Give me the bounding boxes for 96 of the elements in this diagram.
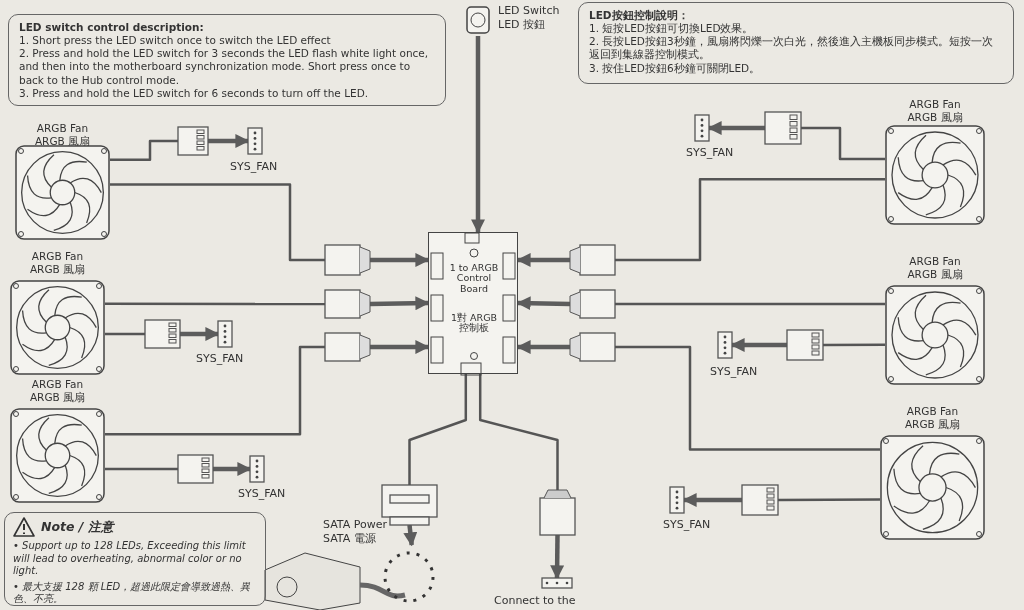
caption-label: SYS_FAN — [710, 365, 758, 379]
fan-label: ARGB 風扇 — [33, 134, 92, 148]
sys-fan-header — [670, 487, 684, 513]
caption-label: SATA Power — [323, 518, 387, 532]
arrow — [403, 524, 418, 547]
fan-4pin-connector — [765, 112, 801, 144]
instruction-text: 1. Short press the LED switch once to switch the LED effect — [19, 34, 332, 48]
panel-heading: LED switch control description: — [19, 21, 205, 35]
sys-fan-header — [718, 332, 732, 358]
fan-label: ARGB 風扇 — [28, 390, 87, 404]
argb-plug — [325, 245, 370, 275]
cable — [615, 345, 880, 451]
instruction-text: 2. 長按LED按鈕3秒鐘，風扇將閃爍一次白光，然後進入主機板同步模式。短按一次返回到集線器控制模式。 — [589, 35, 994, 62]
instruction-panel — [8, 14, 446, 106]
cable — [615, 302, 885, 306]
caption-label: SYS_FAN — [238, 487, 286, 501]
argb-plug — [570, 290, 615, 318]
cable — [105, 345, 325, 436]
argb-fan — [885, 255, 985, 385]
fan-label: ARGB Fan — [908, 98, 962, 111]
instruction-text: 3. 按住LED按鈕6秒鐘可關閉LED。 — [589, 61, 762, 75]
caption-label: SYS_FAN — [196, 352, 244, 366]
fan-4pin-connector — [178, 127, 208, 155]
cable — [778, 498, 880, 502]
arrow — [471, 36, 486, 234]
cable — [105, 467, 178, 471]
instruction-panel — [578, 2, 1014, 84]
caption-label: LED Switch — [498, 4, 560, 18]
argb-fan — [15, 122, 110, 240]
argb-fan — [10, 250, 105, 375]
board-label: 1對 ARGB 控制板 — [449, 313, 498, 334]
argb-fan — [885, 98, 985, 225]
cable — [110, 183, 325, 262]
cable — [110, 139, 178, 161]
instruction-text: 2. Press and hold the LED switch for 3 seconds the LED flash white light once, and then into the motherboard synchronization mode. Short press once to back to the Hub control mode. — [19, 47, 430, 87]
fan-label: ARGB 風扇 — [28, 262, 87, 276]
fan-label: ARGB Fan — [30, 250, 85, 263]
sys-fan-header — [248, 128, 262, 154]
cable — [823, 343, 885, 347]
cable — [105, 302, 325, 306]
instruction-text: 1. 短按LED按鈕可切換LED效果。 — [589, 22, 755, 36]
instruction-text: 3. Press and hold the LED switch for 6 seconds to turn off the LED. — [19, 86, 370, 100]
fan-4pin-connector — [145, 320, 180, 348]
cable — [105, 332, 145, 336]
fan-label: ARGB Fan — [30, 378, 85, 391]
arrow — [516, 296, 571, 311]
fan-label: ARGB Fan — [35, 122, 90, 135]
arrow — [516, 340, 570, 354]
fan-label: ARGB 風扇 — [906, 110, 964, 124]
fan-4pin-connector — [178, 455, 213, 483]
arrow — [369, 296, 430, 311]
argb-fan — [10, 378, 105, 503]
motherboard-header — [542, 578, 572, 588]
control-board — [428, 232, 518, 374]
board-label: 1 to ARGB Control Board — [448, 263, 500, 295]
caption-label: SYS_FAN — [230, 160, 278, 174]
cable — [615, 178, 885, 262]
caption-label: Connect to the — [494, 594, 576, 608]
note-text: • 最大支援 128 顆 LED，超過此限定會導致過熱、異色、不亮。 — [13, 580, 252, 606]
arrow — [180, 327, 220, 341]
sys-fan-header — [250, 456, 264, 482]
sys-fan-header — [218, 321, 232, 347]
panel-heading: LED按鈕控制說明： — [589, 9, 690, 23]
argb-plug — [325, 333, 370, 361]
note-heading: Note / 注意 — [41, 519, 114, 535]
argb-fan — [880, 405, 985, 540]
argb-plug — [570, 333, 615, 361]
argb-plug — [570, 245, 615, 275]
arrow — [682, 493, 742, 507]
caption-label: LED 按鈕 — [498, 18, 546, 32]
cable — [801, 126, 885, 161]
arrow — [370, 253, 430, 267]
arrow — [370, 340, 430, 354]
arrow — [707, 121, 765, 135]
note-panel — [4, 512, 266, 606]
fan-4pin-connector — [787, 330, 823, 360]
note-text: • Support up to 128 LEDs, Exceeding this limit will lead to overheating, abnormal color or no light. — [13, 540, 247, 578]
arrow — [208, 134, 250, 148]
cable — [478, 374, 559, 490]
arrow — [516, 253, 570, 267]
caption-label: SYS_FAN — [686, 146, 734, 160]
fan-label: ARGB Fan — [908, 255, 962, 268]
cable — [408, 374, 468, 485]
fan-label: ARGB Fan — [905, 405, 960, 418]
argb-plug — [325, 290, 370, 318]
caption-label: SYS_FAN — [663, 518, 711, 532]
fan-4pin-connector — [742, 485, 778, 515]
caption-label: SATA 電源 — [323, 532, 376, 546]
fan-label: ARGB 風扇 — [906, 267, 964, 281]
arrow — [550, 534, 565, 580]
arrow — [730, 338, 787, 352]
led-switch — [466, 6, 490, 36]
arrow — [213, 462, 252, 476]
argb-plug — [540, 490, 575, 535]
sys-fan-header — [695, 115, 709, 141]
fan-label: ARGB 風扇 — [903, 417, 962, 431]
